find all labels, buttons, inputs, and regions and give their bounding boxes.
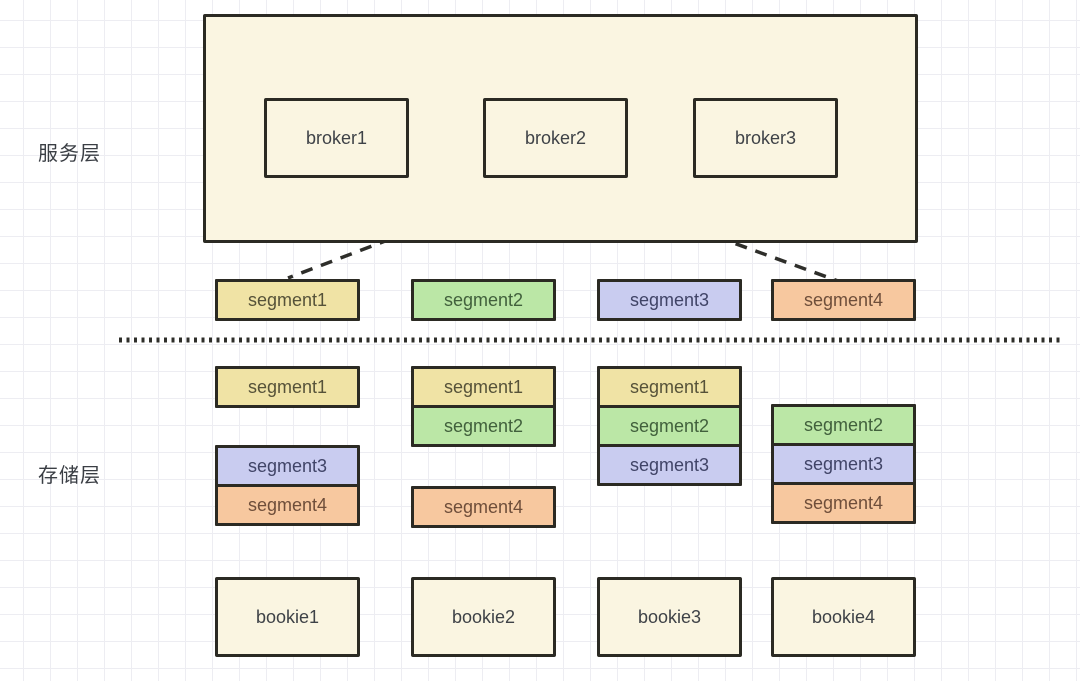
- bookie1-segment1-replica: segment1: [215, 366, 360, 408]
- replica-label: segment1: [629, 376, 710, 397]
- bookie1-segment-stack-upper: segment1: [215, 366, 360, 408]
- broker1-label: broker1: [305, 127, 368, 148]
- bookie3-segment2-replica: segment2: [597, 405, 742, 447]
- topic-segment-1: segment1: [215, 279, 360, 321]
- topic-segment-1-label: segment1: [247, 289, 328, 310]
- replica-label: segment3: [247, 455, 328, 476]
- bookie4-segment-stack: segment2 segment3 segment4: [771, 404, 916, 524]
- bookie3-label: bookie3: [637, 606, 702, 627]
- bookie4-segment4-replica: segment4: [771, 482, 916, 524]
- bookie-node-4: bookie4: [771, 577, 916, 657]
- bookie2-segment1-replica: segment1: [411, 366, 556, 408]
- bookie2-label: bookie2: [451, 606, 516, 627]
- broker-node-3: broker3: [693, 98, 838, 178]
- replica-label: segment3: [803, 453, 884, 474]
- replica-label: segment3: [629, 454, 710, 475]
- topic-segment-2-label: segment2: [443, 289, 524, 310]
- bookie2-segment-stack-upper: segment1 segment2: [411, 366, 556, 447]
- bookie4-segment2-replica: segment2: [771, 404, 916, 446]
- topic-segment-4-label: segment4: [803, 289, 884, 310]
- replica-label: segment1: [247, 376, 328, 397]
- replica-label: segment4: [443, 496, 524, 517]
- bookie1-segment3-replica: segment3: [215, 445, 360, 487]
- bookie-node-3: bookie3: [597, 577, 742, 657]
- replica-label: segment2: [443, 415, 524, 436]
- broker3-label: broker3: [734, 127, 797, 148]
- bookie3-segment3-replica: segment3: [597, 444, 742, 486]
- replica-label: segment1: [443, 376, 524, 397]
- replica-label: segment2: [629, 415, 710, 436]
- bookie2-segment4-replica: segment4: [411, 486, 556, 528]
- bookie-node-2: bookie2: [411, 577, 556, 657]
- bookie1-segment-stack-lower: segment3 segment4: [215, 445, 360, 526]
- bookie3-segment1-replica: segment1: [597, 366, 742, 408]
- replica-label: segment4: [803, 492, 884, 513]
- storage-layer-label: 存储层: [38, 465, 101, 487]
- replica-label: segment2: [803, 414, 884, 435]
- bookie3-segment-stack: segment1 segment2 segment3: [597, 366, 742, 486]
- bookie2-segment2-replica: segment2: [411, 405, 556, 447]
- replica-label: segment4: [247, 494, 328, 515]
- bookie1-label: bookie1: [255, 606, 320, 627]
- broker-node-1: broker1: [264, 98, 409, 178]
- topic-segment-4: segment4: [771, 279, 916, 321]
- bookie-node-1: bookie1: [215, 577, 360, 657]
- service-layer-label: 服务层: [38, 143, 101, 165]
- bookie2-segment-stack-lower: segment4: [411, 486, 556, 528]
- bookie4-label: bookie4: [811, 606, 876, 627]
- broker2-label: broker2: [524, 127, 587, 148]
- broker-node-2: broker2: [483, 98, 628, 178]
- topic-segment-2: segment2: [411, 279, 556, 321]
- bookie4-segment3-replica: segment3: [771, 443, 916, 485]
- bookie1-segment4-replica: segment4: [215, 484, 360, 526]
- topic-segment-3: segment3: [597, 279, 742, 321]
- topic-segment-3-label: segment3: [629, 289, 710, 310]
